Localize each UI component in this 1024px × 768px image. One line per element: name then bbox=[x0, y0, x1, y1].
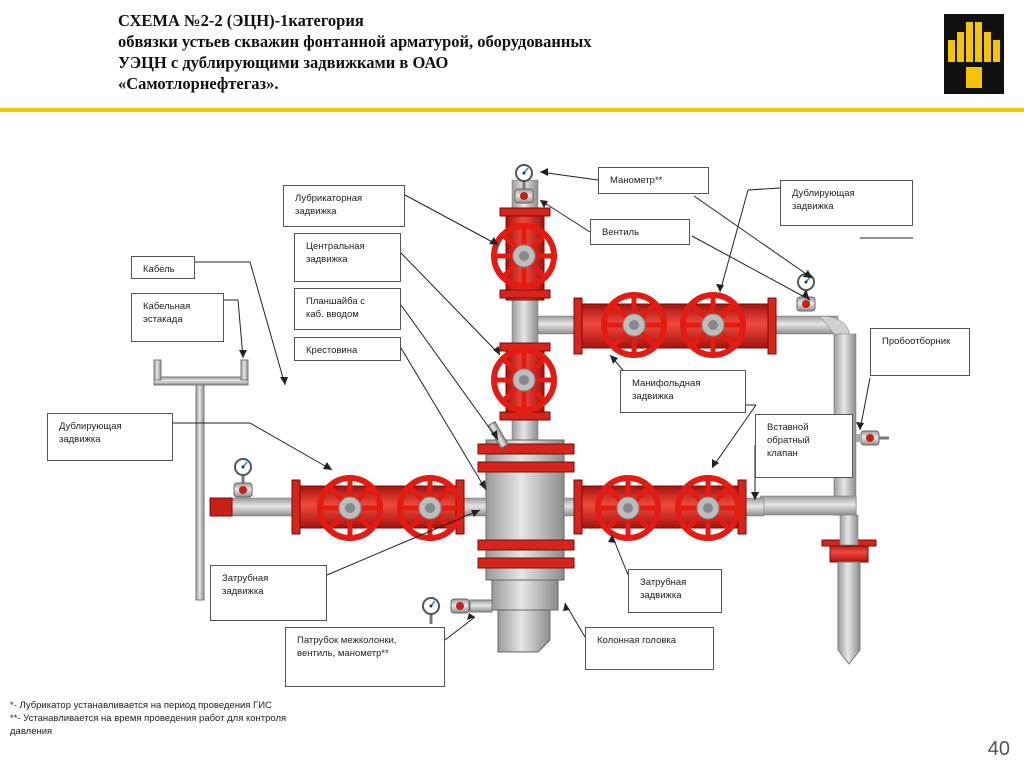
label-manometer: Манометр** bbox=[598, 167, 709, 194]
label-annular-valve-left-text: Затрубная задвижка bbox=[222, 573, 269, 597]
label-lubricator-valve-text: Лубрикаторная задвижка bbox=[295, 193, 363, 217]
label-faceplate-text: Планшайба с каб. вводом bbox=[306, 296, 366, 320]
label-central-valve-text: Центральная задвижка bbox=[306, 241, 365, 265]
title-line-4: «Самотлорнефтегаз». bbox=[118, 74, 279, 93]
label-branch-pipe: Патрубок межколонки, вентиль, манометр** bbox=[285, 627, 445, 687]
label-faceplate: Планшайба с каб. вводом bbox=[294, 288, 401, 330]
label-column-head-text: Колонная головка bbox=[597, 635, 677, 646]
label-backup-valve-top-text: Дублирующая задвижка bbox=[792, 188, 855, 212]
label-cable-text: Кабель bbox=[143, 264, 175, 275]
page-title: СХЕМА №2-2 (ЭЦН)-1категория обвязки усть… bbox=[118, 10, 918, 94]
label-check-valve: Вставной обратный клапан bbox=[755, 414, 853, 478]
title-line-1: СХЕМА №2-2 (ЭЦН)-1категория bbox=[118, 11, 364, 30]
label-cross: Крестовина bbox=[294, 337, 401, 361]
label-annular-valve-right: Затрубная задвижка bbox=[628, 569, 722, 613]
label-manometer-text: Манометр** bbox=[610, 175, 663, 186]
label-cable: Кабель bbox=[131, 256, 195, 279]
footnote-3: давления bbox=[10, 726, 53, 737]
label-annular-valve-right-text: Затрубная задвижка bbox=[640, 577, 687, 601]
label-cable-rack: Кабельная эстакада bbox=[131, 293, 224, 342]
title-line-3: УЭЦН с дублирующими задвижками в ОАО bbox=[118, 53, 449, 72]
label-central-valve: Центральная задвижка bbox=[294, 233, 401, 282]
rosneft-logo-icon bbox=[944, 14, 1004, 94]
label-vent-valve-text: Вентиль bbox=[602, 227, 640, 238]
label-lubricator-valve: Лубрикаторная задвижка bbox=[283, 185, 405, 227]
label-check-valve-text: Вставной обратный клапан bbox=[767, 422, 810, 459]
header-rule bbox=[0, 108, 1024, 112]
label-sampler-text: Пробоотборник bbox=[882, 336, 951, 347]
label-branch-pipe-text: Патрубок межколонки, вентиль, манометр** bbox=[297, 635, 397, 659]
label-backup-valve-top: Дублирующая задвижка bbox=[780, 180, 913, 226]
label-backup-valve-left-text: Дублирующая задвижка bbox=[59, 421, 122, 445]
footnote-1: *- Лубрикатор устанавливается на период … bbox=[10, 700, 272, 711]
footnote-2: **- Устанавливается на время проведения … bbox=[10, 713, 287, 724]
label-column-head: Колонная головка bbox=[585, 627, 714, 670]
label-cable-rack-text: Кабельная эстакада bbox=[143, 301, 191, 325]
label-vent-valve: Вентиль bbox=[590, 219, 690, 245]
label-cross-text: Крестовина bbox=[306, 345, 358, 356]
label-manifold-valve-text: Манифольдная задвижка bbox=[632, 378, 701, 402]
title-line-2: обвязки устьев скважин фонтанной арматур… bbox=[118, 32, 592, 51]
label-annular-valve-left: Затрубная задвижка bbox=[210, 565, 327, 621]
label-backup-valve-left: Дублирующая задвижка bbox=[47, 413, 173, 461]
footnotes: *- Лубрикатор устанавливается на период … bbox=[10, 699, 350, 738]
label-sampler: Пробоотборник bbox=[870, 328, 970, 376]
label-manifold-valve: Манифольдная задвижка bbox=[620, 370, 746, 413]
page-number: 40 bbox=[987, 738, 1010, 760]
